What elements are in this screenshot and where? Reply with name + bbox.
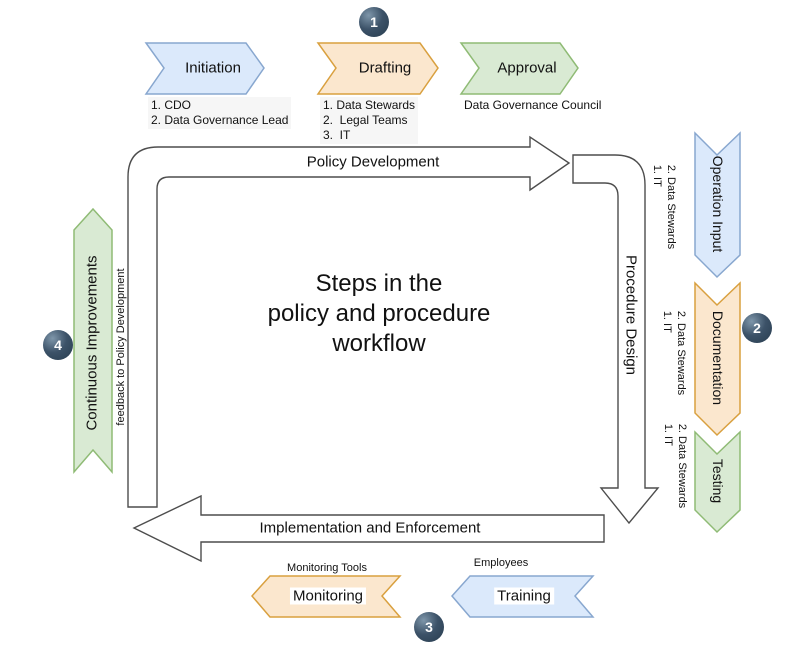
approval-label: Approval [497, 59, 557, 77]
list-item: 3. IT [323, 128, 351, 142]
operation-input-owner-list: 1. IT 2. Data Stewards [650, 165, 678, 249]
badge-1: 1 [359, 7, 389, 37]
operation-input-chevron [694, 131, 741, 279]
list-item: 2. Data Stewards [676, 423, 688, 509]
approval-chevron [459, 42, 579, 95]
employees-note: Employees [473, 557, 529, 569]
badge-2-number: 2 [753, 320, 761, 336]
monitoring-label: Monitoring [289, 587, 367, 605]
procedure-design-arrow [572, 154, 660, 525]
badge-3-number: 3 [425, 619, 433, 635]
drafting-label: Drafting [358, 59, 412, 77]
documentation-owner-list: 1. IT 2. Data Stewards [660, 311, 688, 395]
policy-development-arrow [127, 135, 571, 508]
continuous-improvements-chevron [73, 207, 113, 475]
implementation-label: Implementation and Enforcement [259, 519, 481, 537]
badge-2: 2 [742, 313, 772, 343]
list-item: 1. Data Stewards [323, 98, 416, 112]
feedback-note: feedback to Policy Development [115, 268, 127, 426]
badge-1-number: 1 [370, 14, 378, 30]
procedure-design-label: Procedure Design [622, 254, 640, 376]
diagram-title: Steps in the policy and procedure workfl… [267, 270, 491, 357]
list-item: 1. IT [661, 310, 673, 333]
continuous-improvements-label: Continuous Improvements [83, 255, 101, 431]
testing-label: Testing [710, 458, 726, 504]
badge-3: 3 [414, 612, 444, 642]
list-item: 2. Data Stewards [665, 164, 677, 250]
list-item: 2. Data Governance Lead [151, 113, 289, 127]
list-item: 1. CDO [151, 98, 192, 112]
initiation-label: Initiation [185, 59, 241, 77]
testing-owner-list: 1. IT 2. Data Stewards [661, 424, 689, 508]
drafting-chevron [316, 42, 439, 95]
training-label: Training [494, 587, 554, 605]
initiation-chevron [144, 42, 265, 95]
list-item: Data Governance Council [464, 98, 602, 112]
badge-4-number: 4 [54, 337, 62, 353]
badge-4: 4 [43, 330, 73, 360]
documentation-chevron [694, 281, 741, 437]
monitoring-tools-note: Monitoring Tools [287, 562, 367, 574]
documentation-label: Documentation [710, 310, 726, 406]
approval-owner-note: Data Governance Council [461, 97, 604, 114]
policy-development-label: Policy Development [306, 153, 440, 171]
list-item: 2. Legal Teams [323, 113, 408, 127]
list-item: 1. IT [662, 423, 674, 446]
operation-input-label: Operation Input [710, 155, 726, 253]
drafting-owner-list: 1. Data Stewards 2. Legal Teams 3. IT [320, 97, 419, 144]
list-item: 1. IT [651, 164, 663, 187]
list-item: 2. Data Stewards [675, 310, 687, 396]
initiation-owner-list: 1. CDO 2. Data Governance Lead [148, 97, 292, 129]
testing-chevron [694, 430, 741, 534]
implementation-arrow [132, 494, 605, 563]
